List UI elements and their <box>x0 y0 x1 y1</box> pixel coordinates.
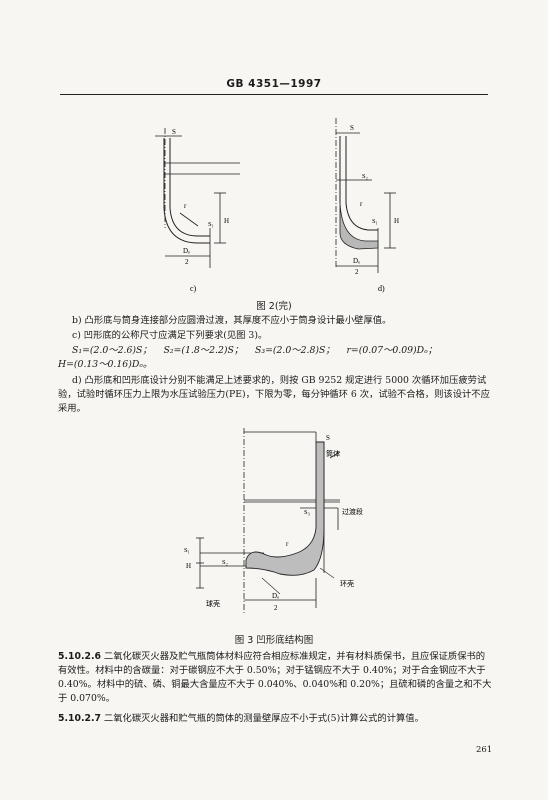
standard-header: GB 4351—1997 <box>226 78 322 90</box>
fig2d-H-label: H <box>394 217 399 225</box>
fig2d-Do-label: Dₒ <box>353 257 360 265</box>
fig3-half-label: 2 <box>274 604 278 612</box>
figure-2d <box>335 118 396 273</box>
fig2d-half-label: 2 <box>355 268 359 276</box>
fig3-S1-label: S₁ <box>184 547 190 554</box>
fig3-S-label: S <box>326 434 330 442</box>
formula-line-1: S₁=(2.0～2.6)S； S₂=(1.8～2.2)S； S₃=(2.0～2.… <box>72 345 437 356</box>
clause-5-10-2-6-text: 二氧化碳灭火器及贮气瓶筒体材料应符合相应标准规定，并有材料质保书，且应保证质保书… <box>58 651 492 704</box>
fig3-ring-shell-label: 环壳 <box>340 579 354 588</box>
fig3-S2-label: S₂ <box>222 559 228 566</box>
fig3-r-label: r <box>286 540 289 548</box>
fig2d-r-label: r <box>360 200 363 208</box>
figure-3-diagram: S 筒体 S₃ 过渡段 r S₁ H S₂ 环壳 球壳 Dₒ 2 <box>184 428 363 613</box>
fig2c-half-label: 2 <box>185 258 189 266</box>
fig2d-S2-label: S₂ <box>362 173 368 180</box>
page-number: 261 <box>476 745 493 755</box>
fig2c-Do-label: Dₒ <box>183 247 190 255</box>
fig3-H-label: H <box>186 562 191 570</box>
fig2c-label: c) <box>190 284 197 293</box>
figure-3-caption: 图 3 凹形底结构图 <box>234 635 314 646</box>
fig3-tube-label: 筒体 <box>326 449 340 458</box>
fig2c-H-label: H <box>224 217 229 225</box>
clause-5-10-2-6: 5.10.2.6 二氧化碳灭火器及贮气瓶筒体材料应符合相应标准规定，并有材料质保… <box>58 650 494 706</box>
fig3-transition-label: 过渡段 <box>342 507 363 516</box>
fig2c-S1-label: S₁ <box>208 221 214 228</box>
fig2d-hatched-bottom <box>339 202 379 250</box>
fig2d-label: d) <box>378 284 385 293</box>
fig2c-S-label: S <box>172 128 176 136</box>
fig2c-r-label: r <box>184 202 187 210</box>
clause-5-10-2-7-text: 二氧化碳灭火器和贮气瓶的筒体的测量壁厚应不小于式(5)计算公式的计算值。 <box>103 713 424 724</box>
clause-5-10-2-6-number: 5.10.2.6 <box>58 651 101 662</box>
fig2d-S1-label: S₁ <box>372 218 378 225</box>
header-rule <box>60 94 488 95</box>
fig2d-inner-contour <box>345 202 378 231</box>
fig3-S3-label: S₃ <box>304 509 310 516</box>
clause-5-10-2-7: 5.10.2.7 二氧化碳灭火器和贮气瓶的筒体的测量壁厚应不小于式(5)计算公式… <box>58 712 494 726</box>
fig3-ball-shell-label: 球壳 <box>206 599 220 608</box>
clause-5-10-2-7-number: 5.10.2.7 <box>58 713 101 724</box>
paragraph-b: b) 凸形底与筒身连接部分应圆滑过渡，其厚度不应小于筒身设计最小壁厚值。 <box>72 315 392 326</box>
formula-line-2: H=(0.13～0.16)Dₒ。 <box>58 359 153 370</box>
figure-2c <box>155 128 240 268</box>
paragraph-d: d) 凸形底和凹形底设计分别不能满足上述要求的，则按 GB 9252 规定进行 … <box>58 375 490 414</box>
paragraph-c: c) 凹形底的公称尺寸应满足下列要求(见图 3)。 <box>72 330 268 341</box>
fig3-Do-label: Dₒ <box>272 592 279 600</box>
fig2d-S-label: S <box>350 124 354 132</box>
figure-2-diagrams: S r H S₁ Dₒ 2 c) S S₂ r S₁ H Dₒ 2 d) <box>155 118 399 293</box>
figure-2-caption: 图 2(完) <box>256 301 292 312</box>
fig3-hatched-wall <box>245 441 325 576</box>
